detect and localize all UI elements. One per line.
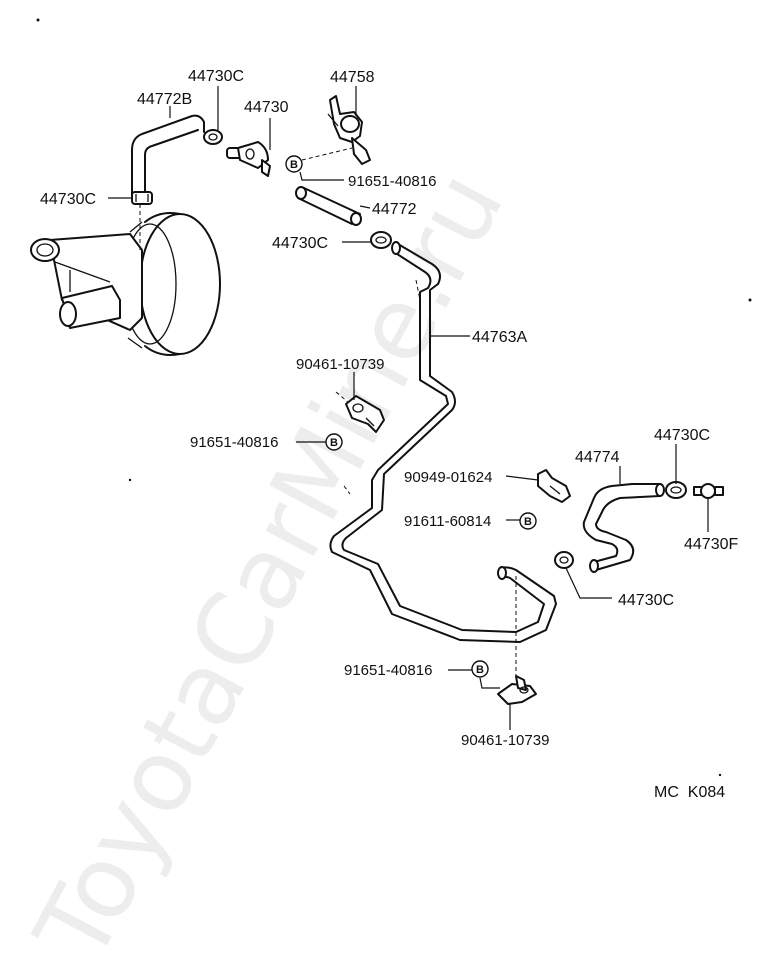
- check-valve-44730: [226, 141, 271, 177]
- label-91651-40816-top[interactable]: 91651-40816: [348, 173, 436, 190]
- bolt-marker-91611: B: [519, 512, 537, 530]
- clamp-90461-lower: [497, 675, 537, 705]
- label-44772b[interactable]: 44772B: [137, 91, 192, 108]
- label-44730c-left[interactable]: 44730C: [40, 191, 96, 208]
- label-44774[interactable]: 44774: [575, 449, 620, 466]
- label-44758[interactable]: 44758: [330, 69, 375, 86]
- label-91651-40816-lower[interactable]: 91651-40816: [344, 662, 432, 679]
- clamp-44730c-right: [665, 481, 687, 499]
- label-90461-10739-lower[interactable]: 90461-10739: [461, 732, 549, 749]
- hose-44772b: [131, 114, 205, 196]
- svg-text:B: B: [476, 664, 484, 676]
- clamp-44730c-mid: [370, 231, 392, 249]
- svg-text:B: B: [290, 159, 298, 171]
- hose-44774: [582, 483, 665, 573]
- clip-90949: [537, 469, 571, 503]
- bolt-marker-91651-upper: B: [285, 155, 303, 173]
- label-91611-60814[interactable]: 91611-60814: [404, 513, 491, 530]
- label-44730c-top[interactable]: 44730C: [188, 68, 244, 85]
- label-90461-10739-top[interactable]: 90461-10739: [296, 356, 384, 373]
- label-44730f[interactable]: 44730F: [684, 536, 738, 553]
- label-44763a[interactable]: 44763A: [472, 329, 527, 346]
- bolt-marker-91651-lower: B: [471, 660, 489, 678]
- brake-booster: [30, 212, 221, 356]
- label-44772[interactable]: 44772: [372, 201, 417, 218]
- bolt-marker-91651-mid: B: [325, 433, 343, 451]
- label-44730[interactable]: 44730: [244, 99, 289, 116]
- svg-text:B: B: [330, 437, 338, 449]
- clamp-44730c-top: [203, 129, 223, 145]
- hose-44772: [295, 186, 362, 226]
- leader-lines: [108, 86, 709, 730]
- label-91651-40816-mid[interactable]: 91651-40816: [190, 434, 278, 451]
- clamp-44730c-lower: [554, 551, 574, 569]
- label-44730c-mid[interactable]: 44730C: [272, 235, 328, 252]
- pipe-44763a: [329, 241, 557, 643]
- clamp-90461-upper: [345, 395, 385, 433]
- fitting-44730f: [693, 483, 724, 499]
- label-44730c-lower[interactable]: 44730C: [618, 592, 674, 609]
- label-90949-01624[interactable]: 90949-01624: [404, 469, 492, 486]
- svg-text:B: B: [524, 516, 532, 528]
- diagram-code: MC K084: [654, 784, 725, 801]
- label-44730c-right[interactable]: 44730C: [654, 427, 710, 444]
- bracket-44758: [327, 95, 371, 165]
- clamp-44730c-left: [131, 191, 153, 205]
